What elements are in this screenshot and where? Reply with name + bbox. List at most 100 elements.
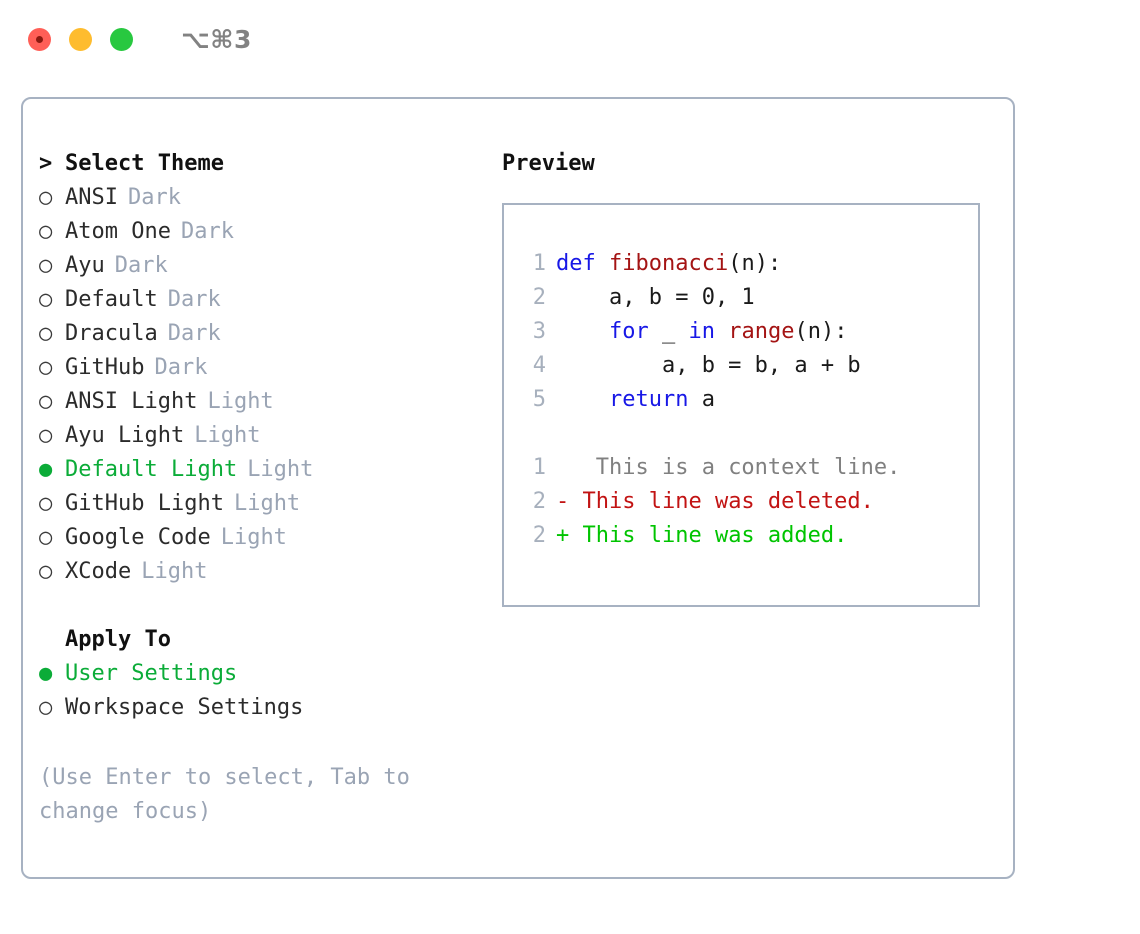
radio-unselected-icon: ○ bbox=[39, 321, 53, 346]
diff-marker bbox=[556, 455, 569, 480]
apply-to-option-workspace-settings[interactable]: ○Workspace Settings bbox=[39, 691, 499, 725]
code-token bbox=[556, 319, 609, 344]
theme-variant-tag: Dark bbox=[180, 219, 234, 244]
theme-variant-tag: Light bbox=[220, 525, 287, 550]
keyboard-shortcut-label: ⌥⌘3 bbox=[181, 24, 252, 54]
radio-unselected-icon: ○ bbox=[39, 389, 53, 414]
diff-line: 2- This line was deleted. bbox=[518, 485, 978, 519]
theme-variant-tag: Dark bbox=[154, 355, 208, 380]
radio-selected-icon: ● bbox=[39, 457, 53, 482]
select-theme-heading-label: Select Theme bbox=[65, 151, 224, 176]
code-token: fibonacci bbox=[608, 251, 729, 276]
line-number: 5 bbox=[532, 387, 546, 412]
apply-to-heading: >Apply To bbox=[39, 623, 499, 657]
diff-text: This line was deleted. bbox=[569, 489, 874, 514]
code-token: a bbox=[688, 387, 715, 412]
theme-option-github[interactable]: ○ GitHub Dark bbox=[39, 351, 499, 385]
window-controls bbox=[28, 27, 133, 51]
theme-option-label: ANSI bbox=[65, 185, 118, 210]
select-theme-heading: >Select Theme bbox=[39, 147, 499, 181]
line-number: 2 bbox=[532, 285, 546, 310]
theme-option-label: Dracula bbox=[65, 321, 158, 346]
theme-option-default[interactable]: ○ Default Dark bbox=[39, 283, 499, 317]
theme-variant-tag: Light bbox=[247, 457, 314, 482]
theme-option-google-code[interactable]: ○ Google Code Light bbox=[39, 521, 499, 555]
theme-option-github-light[interactable]: ○ GitHub Light Light bbox=[39, 487, 499, 521]
theme-option-label: GitHub Light bbox=[65, 491, 224, 516]
line-number: 1 bbox=[532, 455, 546, 480]
apply-to-heading-label: Apply To bbox=[65, 627, 171, 652]
diff-line: 1 This is a context line. bbox=[518, 451, 978, 485]
code-token: return bbox=[608, 387, 689, 412]
theme-variant-tag: Light bbox=[194, 423, 261, 448]
preview-heading: Preview bbox=[502, 151, 595, 176]
theme-option-label: Ayu bbox=[65, 253, 105, 278]
caret-placeholder-icon: > bbox=[39, 623, 65, 657]
zoom-button-icon[interactable] bbox=[110, 27, 133, 51]
apply-to-list: ●User Settings○Workspace Settings bbox=[39, 657, 499, 725]
theme-option-label: Default bbox=[65, 287, 158, 312]
theme-option-xcode[interactable]: ○ XCode Light bbox=[39, 555, 499, 589]
code-token: a, b = 0, 1 bbox=[556, 285, 755, 310]
code-token: _ bbox=[648, 319, 689, 344]
radio-unselected-icon: ○ bbox=[39, 695, 53, 720]
radio-unselected-icon: ○ bbox=[39, 559, 53, 584]
line-number: 2 bbox=[532, 489, 546, 514]
radio-unselected-icon: ○ bbox=[39, 491, 53, 516]
code-diff-gap bbox=[518, 417, 978, 451]
keyboard-hint: (Use Enter to select, Tab to change focu… bbox=[39, 765, 410, 824]
theme-option-default-light[interactable]: ● Default Light Light bbox=[39, 453, 499, 487]
theme-option-label: GitHub bbox=[65, 355, 145, 380]
code-token: range bbox=[728, 319, 795, 344]
theme-variant-tag: Light bbox=[141, 559, 208, 584]
theme-option-ayu[interactable]: ○ Ayu Dark bbox=[39, 249, 499, 283]
theme-option-label: XCode bbox=[65, 559, 132, 584]
radio-unselected-icon: ○ bbox=[39, 219, 53, 244]
code-token bbox=[715, 319, 728, 344]
apply-to-option-label: User Settings bbox=[65, 661, 238, 686]
code-token: in bbox=[688, 319, 715, 344]
radio-unselected-icon: ○ bbox=[39, 525, 53, 550]
code-token: (n): bbox=[794, 319, 848, 344]
line-number: 4 bbox=[532, 353, 546, 378]
code-token bbox=[556, 387, 609, 412]
code-token: (n): bbox=[728, 251, 782, 276]
theme-variant-tag: Dark bbox=[167, 287, 221, 312]
radio-unselected-icon: ○ bbox=[39, 287, 53, 312]
code-token: for bbox=[608, 319, 649, 344]
code-line: 4 a, b = b, a + b bbox=[518, 349, 978, 383]
minimize-button-icon[interactable] bbox=[69, 27, 92, 51]
diff-text: This line was added. bbox=[569, 523, 848, 548]
diff-sample: 1 This is a context line.2- This line wa… bbox=[518, 451, 978, 553]
diff-text: This is a context line. bbox=[569, 455, 901, 480]
code-line: 3 for _ in range(n): bbox=[518, 315, 978, 349]
theme-variant-tag: Dark bbox=[114, 253, 168, 278]
close-button-icon[interactable] bbox=[28, 27, 51, 51]
radio-unselected-icon: ○ bbox=[39, 355, 53, 380]
theme-option-label: Default Light bbox=[65, 457, 238, 482]
code-line: 5 return a bbox=[518, 383, 978, 417]
theme-option-label: Ayu Light bbox=[65, 423, 185, 448]
section-gap bbox=[39, 589, 499, 623]
radio-unselected-icon: ○ bbox=[39, 253, 53, 278]
apply-to-option-user-settings[interactable]: ●User Settings bbox=[39, 657, 499, 691]
radio-unselected-icon: ○ bbox=[39, 185, 53, 210]
code-token: a, b = b, a + b bbox=[556, 353, 861, 378]
diff-marker: + bbox=[556, 523, 570, 548]
theme-variant-tag: Light bbox=[207, 389, 274, 414]
theme-variant-tag: Light bbox=[233, 491, 301, 516]
theme-option-label: Google Code bbox=[65, 525, 211, 550]
code-line: 2 a, b = 0, 1 bbox=[518, 281, 978, 315]
